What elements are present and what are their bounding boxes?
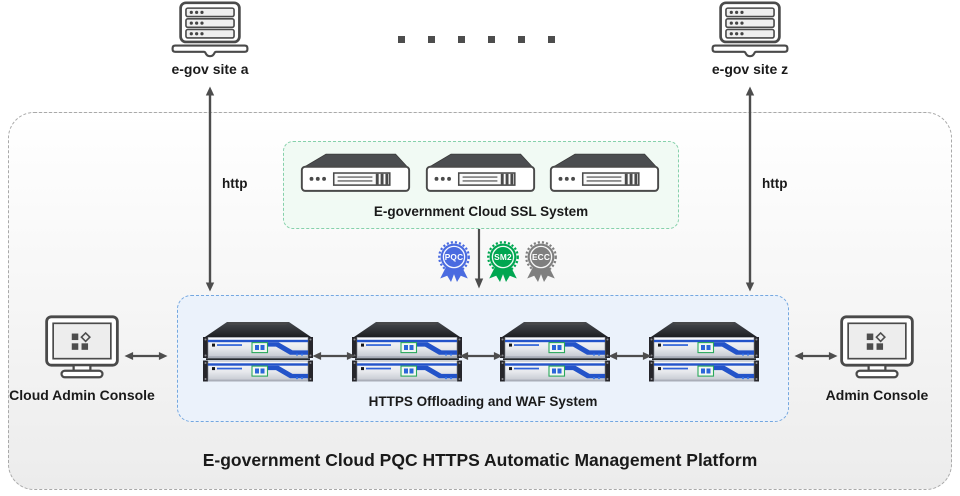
double-arrow-horizontal-icon bbox=[608, 349, 652, 363]
http-label-right: http bbox=[762, 176, 788, 191]
rack-appliance-icon bbox=[422, 151, 538, 196]
sm2-badge-label: SM2 bbox=[494, 252, 512, 262]
ecc-badge-label: ECC bbox=[532, 252, 550, 262]
pqc-badge-icon: PQC bbox=[438, 241, 470, 282]
rack-appliance-icon bbox=[546, 151, 662, 196]
dots-ellipsis bbox=[398, 36, 555, 43]
ecc-badge-icon: ECC bbox=[525, 241, 557, 282]
ellipsis-dot bbox=[428, 36, 435, 43]
pqc-badge-label: PQC bbox=[445, 252, 464, 262]
ellipsis-dot bbox=[488, 36, 495, 43]
monitor-icon bbox=[41, 314, 123, 381]
double-arrow-horizontal-icon bbox=[794, 349, 838, 363]
waf-system-title: HTTPS Offloading and WAF System bbox=[368, 394, 598, 409]
ssl-system-title: E-government Cloud SSL System bbox=[373, 204, 589, 219]
double-arrow-vertical-icon bbox=[203, 86, 217, 292]
sm2-badge-icon: SM2 bbox=[487, 241, 519, 282]
rack-appliance-icon bbox=[297, 151, 413, 196]
site-a-label: e-gov site a bbox=[171, 61, 249, 77]
ellipsis-dot bbox=[458, 36, 465, 43]
ellipsis-dot bbox=[398, 36, 405, 43]
cloud-admin-console-label: Cloud Admin Console bbox=[9, 387, 155, 403]
admin-console-label: Admin Console bbox=[825, 387, 929, 403]
ellipsis-dot bbox=[518, 36, 525, 43]
double-arrow-horizontal-icon bbox=[124, 349, 168, 363]
server-rack-icon bbox=[167, 1, 253, 58]
server-rack-icon bbox=[707, 1, 793, 58]
http-label-left: http bbox=[222, 176, 248, 191]
gateway-appliance-stack-icon bbox=[197, 316, 319, 384]
gateway-appliance-stack-icon bbox=[494, 316, 616, 384]
double-arrow-vertical-icon bbox=[743, 86, 757, 292]
monitor-icon bbox=[836, 314, 918, 381]
platform-title: E-government Cloud PQC HTTPS Automatic M… bbox=[202, 450, 758, 470]
double-arrow-horizontal-icon bbox=[459, 349, 503, 363]
double-arrow-horizontal-icon bbox=[312, 349, 356, 363]
gateway-appliance-stack-icon bbox=[346, 316, 468, 384]
site-z-label: e-gov site z bbox=[711, 61, 789, 77]
ellipsis-dot bbox=[548, 36, 555, 43]
gateway-appliance-stack-icon bbox=[643, 316, 765, 384]
